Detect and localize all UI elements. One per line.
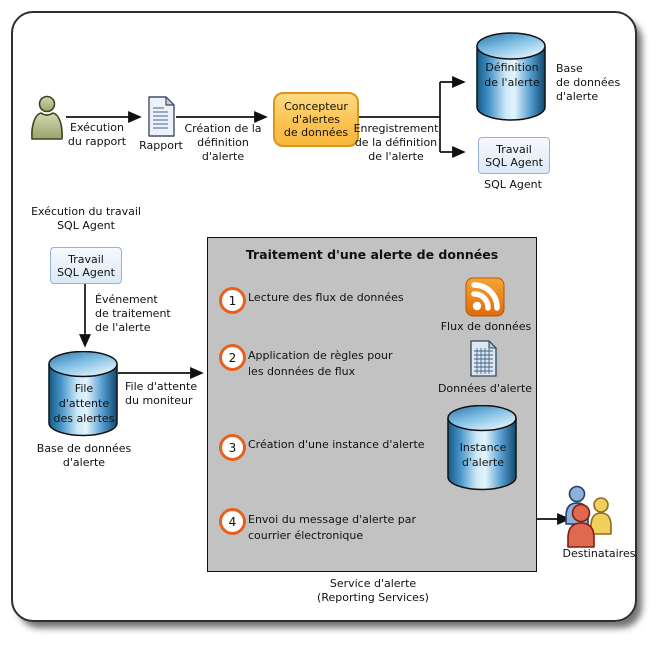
instance-cylinder-label: Instance d'alerte xyxy=(459,441,507,469)
feed-icon xyxy=(465,277,505,317)
diagram-frame xyxy=(11,11,637,622)
step-3-number: 3 xyxy=(228,440,237,455)
step-4-badge: 4 xyxy=(219,508,246,535)
report-label: Rapport xyxy=(139,139,183,152)
step-3-badge: 3 xyxy=(219,434,246,461)
service-caption: Service d'alerte (Reporting Services) xyxy=(317,577,429,604)
step-1-number: 1 xyxy=(228,293,237,308)
step-2-label: Application de règles pour les données d… xyxy=(248,349,393,378)
step-1-badge: 1 xyxy=(219,287,246,314)
queue-cylinder-label: File d'attente des alertes xyxy=(53,382,115,425)
step-2-number: 2 xyxy=(228,350,237,365)
event-label: Événement de traitement de l'alerte xyxy=(95,293,171,334)
alert-data-icon xyxy=(470,340,497,377)
feed-label: Flux de données xyxy=(440,320,532,333)
definition-cylinder-label: Définition de l'alerte xyxy=(484,61,540,89)
sql-agent-job-box-left: Travail SQL Agent xyxy=(50,247,122,284)
sql-agent-job-box-top: Travail SQL Agent xyxy=(478,137,550,174)
step-1-label: Lecture des flux de données xyxy=(248,291,404,304)
job-exec-label: Exécution du travail SQL Agent xyxy=(31,205,141,232)
step-4-label: Envoi du message d'alerte par courrier é… xyxy=(248,513,417,542)
recipients-label: Destinataires xyxy=(562,547,636,560)
step-4-number: 4 xyxy=(228,514,237,529)
designer-box: Concepteur d'alertes de données xyxy=(273,92,359,147)
alert-data-label: Données d'alerte xyxy=(437,382,533,395)
sql-agent-caption: SQL Agent xyxy=(484,178,542,191)
report-icon xyxy=(148,96,175,137)
exec-report-label: Exécution du rapport xyxy=(67,121,127,148)
alert-db-label: Base de données d'alerte xyxy=(556,62,621,103)
step-3-label: Création d'une instance d'alerte xyxy=(248,438,425,451)
user-icon xyxy=(31,95,63,140)
panel-title: Traitement d'une alerte de données xyxy=(245,247,499,262)
instance-cylinder xyxy=(447,405,517,491)
step-2-badge: 2 xyxy=(219,344,246,371)
definition-cylinder xyxy=(476,32,546,121)
recipients-icon xyxy=(565,485,612,548)
create-def-label: Création de la définition d'alerte xyxy=(184,122,262,163)
save-def-label: Enregistrement de la définition de l'ale… xyxy=(353,122,439,163)
queue-db-label: Base de données d'alerte xyxy=(36,442,132,469)
monitor-queue-label: File d'attente du moniteur xyxy=(125,380,198,407)
queue-cylinder xyxy=(48,351,118,437)
